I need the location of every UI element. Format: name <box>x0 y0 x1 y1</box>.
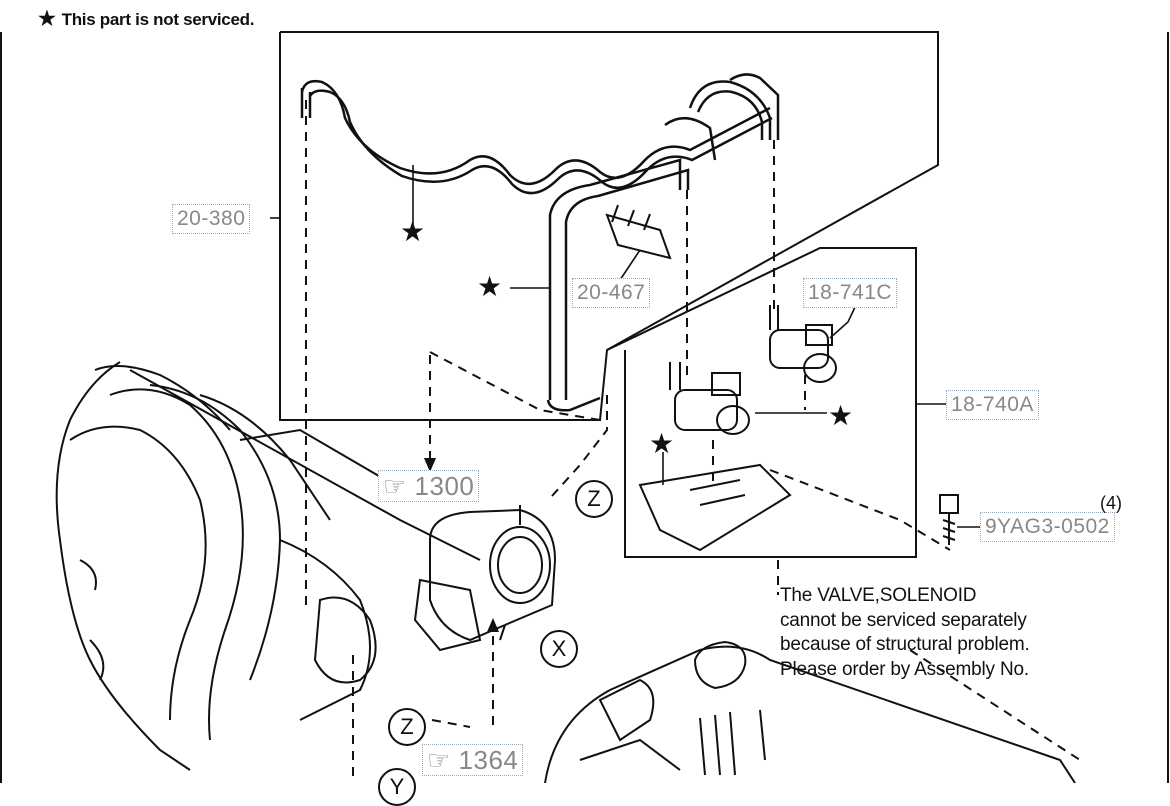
note-text: This part is not serviced. <box>61 10 255 29</box>
solenoid-valve-lower <box>669 362 750 435</box>
arrow-1364 <box>487 618 499 632</box>
star-icon-solenoid: ★ <box>828 400 854 431</box>
ref-18-741c: 18-741C <box>803 278 898 308</box>
ref-20-380: 20-380 <box>172 204 251 234</box>
star-icon-hose-2: ★ <box>477 271 503 302</box>
hose-clip <box>605 204 672 260</box>
vacuum-hoses <box>300 73 780 412</box>
hose-group-frame <box>279 31 939 421</box>
arrow-1300 <box>424 458 436 472</box>
intake-manifold <box>55 361 481 771</box>
valve-bracket <box>638 463 792 552</box>
bolt <box>939 494 959 545</box>
solenoid-valve-upper <box>769 305 837 383</box>
star-icon-bracket: ★ <box>649 428 675 459</box>
ref-18-740a: 18-740A <box>946 390 1039 420</box>
view-marker-z-upper: Z <box>575 480 613 518</box>
leader-lines <box>270 165 980 528</box>
dashed-lines <box>305 100 1081 783</box>
ref-1300: ☞ 1300 <box>378 470 480 502</box>
ref-9yag3-0502: 9YAG3-0502 <box>980 512 1115 542</box>
caption-line-1: The VALVE,SOLENOID <box>780 585 977 606</box>
ref-20-467: 20-467 <box>572 278 651 308</box>
engine-head <box>544 640 1076 783</box>
view-marker-x: X <box>540 630 578 668</box>
service-caption: The VALVE,SOLENOID cannot be serviced se… <box>780 584 1030 682</box>
caption-line-4: Please order by Assembly No. <box>780 658 1029 680</box>
view-marker-y: Y <box>378 768 416 806</box>
ref-1364: ☞ 1364 <box>422 744 524 776</box>
solenoid-group-frame <box>606 247 917 558</box>
caption-line-2: cannot be serviced separately <box>780 609 1027 631</box>
throttle-body <box>313 505 557 684</box>
parts-diagram: ★ This part is not serviced. <box>0 6 1169 806</box>
quantity-label: (4) <box>1100 493 1122 513</box>
star-icon: ★ <box>38 8 56 30</box>
star-icon-hose-1: ★ <box>400 216 426 247</box>
view-marker-z-lower: Z <box>388 708 426 746</box>
not-serviced-note: ★ This part is not serviced. <box>38 6 254 31</box>
caption-line-3: because of structural problem. <box>780 634 1030 655</box>
